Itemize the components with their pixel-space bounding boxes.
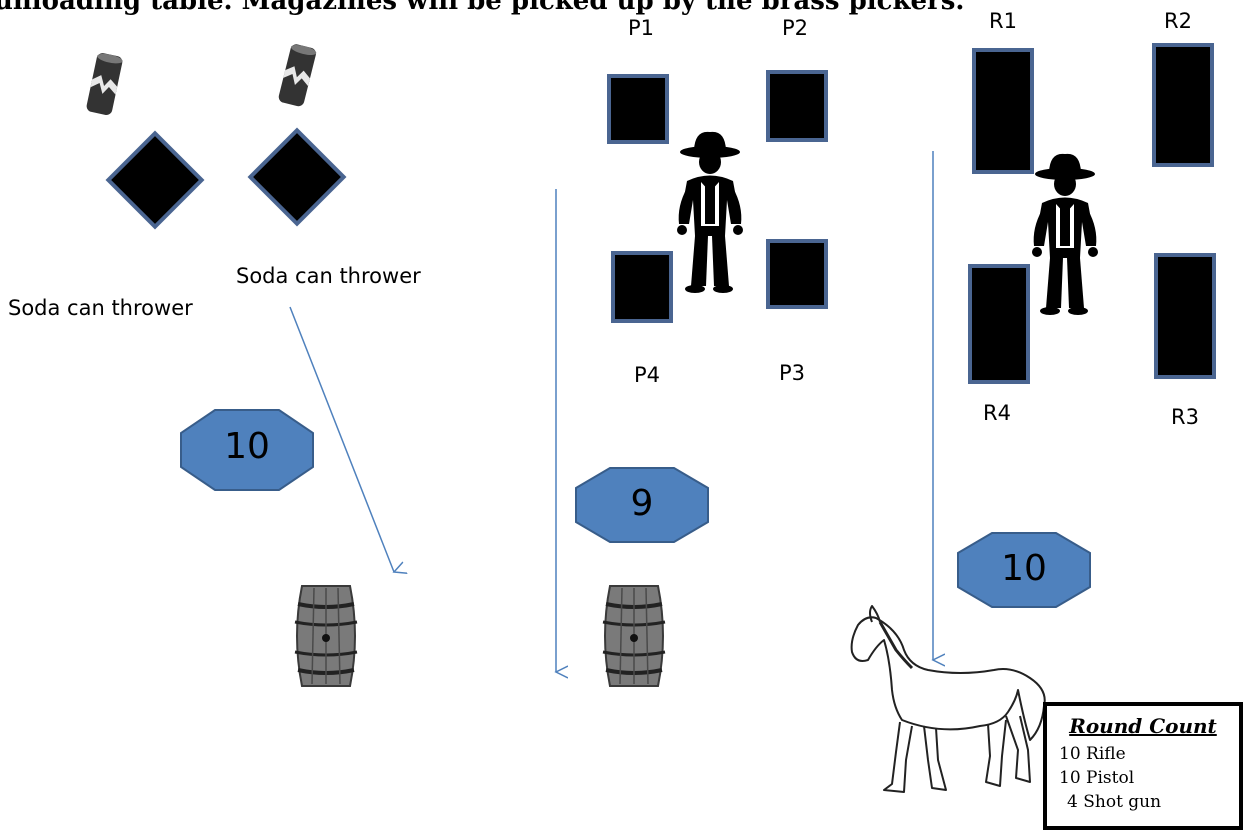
round-count-box: Round Count 10 Rifle 10 Pistol 4 Shot gu… xyxy=(1043,702,1243,830)
horse-icon xyxy=(850,605,1046,793)
round-count-label: Pistol xyxy=(1086,768,1135,788)
rifle-target-label-r1: R1 xyxy=(989,9,1017,33)
round-count-number: 10 xyxy=(1059,768,1081,788)
soda-can-icon xyxy=(85,52,124,117)
pistol-target-p4 xyxy=(611,251,673,323)
rifle-target-r2 xyxy=(1152,43,1214,167)
pistol-target-label-p3: P3 xyxy=(779,361,806,385)
pistol-target-p3 xyxy=(766,239,828,309)
soda-can-thrower-label: Soda can thrower xyxy=(8,296,193,320)
round-count-rifle: 10 Rifle xyxy=(1059,744,1126,764)
round-marker xyxy=(957,532,1091,608)
movement-arrow xyxy=(289,306,394,572)
rifle-target-r4 xyxy=(968,264,1030,384)
round-count-shotgun: 4 Shot gun xyxy=(1067,792,1161,812)
round-count-title: Round Count xyxy=(1069,714,1217,738)
pistol-target-p2 xyxy=(766,70,828,142)
cowboy-shooter-icon xyxy=(677,131,743,293)
header-title: unloading table. Magazines will be picke… xyxy=(0,0,965,16)
pistol-target-label-p2: P2 xyxy=(782,16,809,40)
rifle-target-label-r4: R4 xyxy=(983,401,1011,425)
round-marker-value: 10 xyxy=(1001,548,1047,589)
round-count-number: 4 xyxy=(1067,792,1078,812)
rifle-target-r1 xyxy=(972,48,1034,174)
rifle-target-r3 xyxy=(1154,253,1216,379)
rifle-target-label-r3: R3 xyxy=(1171,405,1199,429)
soda-can-thrower-label: Soda can thrower xyxy=(236,264,421,288)
soda-can-icon xyxy=(277,43,318,108)
barrel-icon xyxy=(601,584,667,688)
barrel-icon xyxy=(293,584,359,688)
round-count-label: Shot gun xyxy=(1083,792,1162,812)
round-count-label: Rifle xyxy=(1086,744,1126,764)
pistol-target-label-p4: P4 xyxy=(634,363,661,387)
round-marker xyxy=(180,409,314,491)
diamond-target xyxy=(247,127,347,227)
pistol-target-label-p1: P1 xyxy=(628,16,655,40)
round-marker-value: 9 xyxy=(630,483,654,524)
round-marker xyxy=(575,467,709,543)
rifle-target-label-r2: R2 xyxy=(1164,9,1192,33)
round-count-number: 10 xyxy=(1059,744,1081,764)
round-count-pistol: 10 Pistol xyxy=(1059,768,1134,788)
cowboy-shooter-icon xyxy=(1032,153,1098,315)
pistol-target-p1 xyxy=(607,74,669,144)
round-marker-value: 10 xyxy=(224,426,270,467)
diamond-target xyxy=(105,130,205,230)
